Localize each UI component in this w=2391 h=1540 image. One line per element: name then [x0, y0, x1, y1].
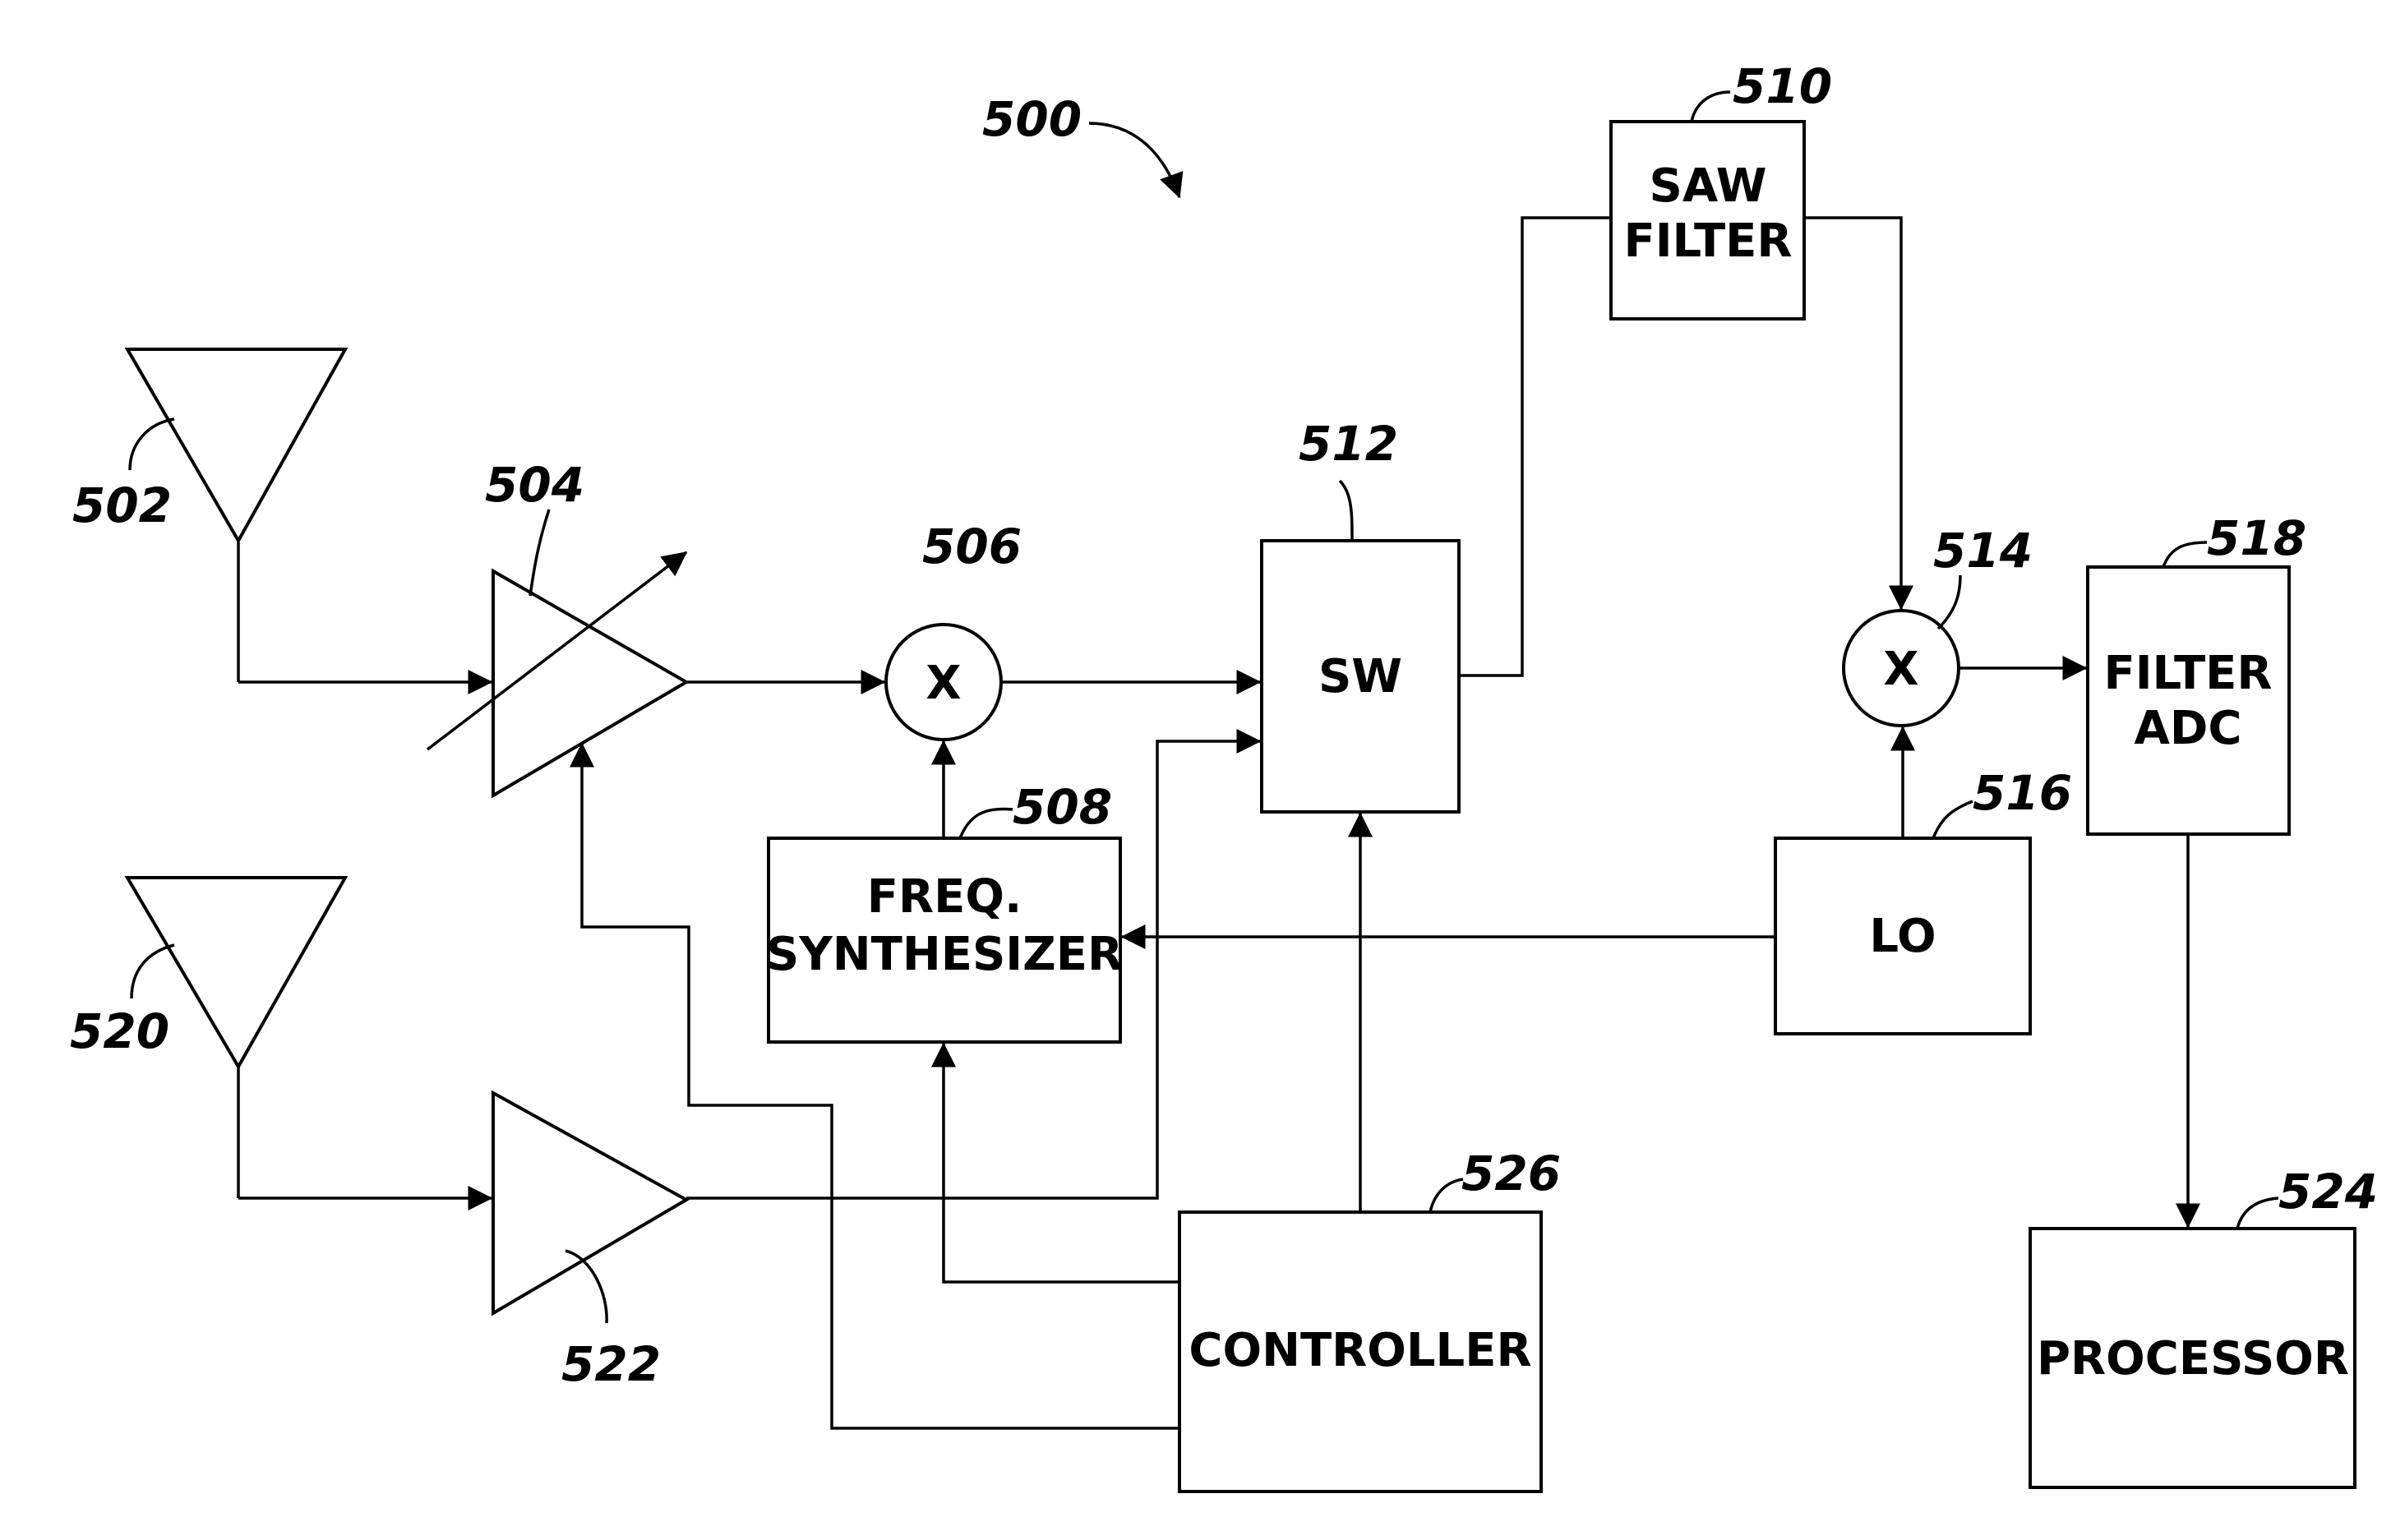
switch-512-label: SW	[1318, 650, 1402, 703]
antenna-520-ref: 520	[70, 1003, 169, 1059]
variable-amplifier-504	[427, 552, 686, 795]
mixer-514-ref: 514	[1933, 523, 2033, 579]
mixer-514: X	[1844, 611, 1959, 726]
saw-filter-510: SAW FILTER	[1611, 122, 1804, 319]
filter-adc-518-label-1: FILTER	[2103, 647, 2272, 700]
saw-filter-510-leader	[1692, 92, 1730, 122]
switch-512-leader	[1340, 481, 1352, 541]
amplifier-522-ref: 522	[561, 1336, 661, 1392]
filter-adc-518-label-2: ADC	[2135, 702, 2242, 755]
freq-synthesizer-508: FREQ. SYNTHESIZER	[766, 838, 1123, 1042]
mixer-506: X	[886, 625, 1001, 740]
freq-synthesizer-508-label-2: SYNTHESIZER	[766, 928, 1123, 981]
processor-524-label: PROCESSOR	[2037, 1332, 2349, 1386]
processor-524-ref: 524	[2278, 1164, 2378, 1220]
mixer-514-leader	[1938, 575, 1960, 629]
filter-adc-518-leader	[2163, 542, 2207, 567]
controller-526: CONTROLLER	[1179, 1212, 1541, 1492]
switch-512-ref: 512	[1299, 416, 1398, 472]
saw-filter-510-label-1: SAW	[1650, 159, 1767, 213]
controller-526-ref: 526	[1461, 1146, 1561, 1201]
processor-524: PROCESSOR	[2030, 1229, 2355, 1487]
saw-filter-510-ref: 510	[1733, 58, 1832, 114]
variable-amplifier-504-ref: 504	[485, 457, 584, 513]
saw-filter-510-label-2: FILTER	[1623, 214, 1792, 268]
filter-adc-518-ref: 518	[2207, 510, 2306, 566]
local-oscillator-516-ref: 516	[1973, 765, 2072, 821]
antenna-520-leader	[132, 945, 174, 998]
mixer-506-ref: 506	[922, 519, 1022, 574]
amplifier-522	[493, 1093, 686, 1313]
antenna-502-leader	[130, 419, 174, 470]
mixer-506-symbol: X	[925, 657, 961, 710]
freq-synthesizer-508-label-1: FREQ.	[867, 870, 1022, 924]
local-oscillator-516-label: LO	[1869, 910, 1936, 963]
controller-526-leader	[1430, 1179, 1463, 1212]
switch-512: SW	[1262, 541, 1459, 812]
local-oscillator-516-leader	[1933, 801, 1973, 838]
filter-adc-518: FILTER ADC	[2088, 567, 2289, 834]
variable-amplifier-504-leader	[530, 509, 549, 596]
figure-ref-label: 500	[982, 91, 1082, 147]
figure-ref-arrow	[1089, 123, 1179, 197]
local-oscillator-516: LO	[1775, 838, 2030, 1034]
controller-526-label: CONTROLLER	[1189, 1324, 1531, 1377]
freq-synthesizer-508-leader	[960, 809, 1013, 838]
mixer-514-symbol: X	[1883, 643, 1918, 696]
processor-524-leader	[2237, 1198, 2278, 1229]
freq-synthesizer-508-ref: 508	[1013, 779, 1112, 835]
antenna-502-ref: 502	[72, 477, 172, 533]
